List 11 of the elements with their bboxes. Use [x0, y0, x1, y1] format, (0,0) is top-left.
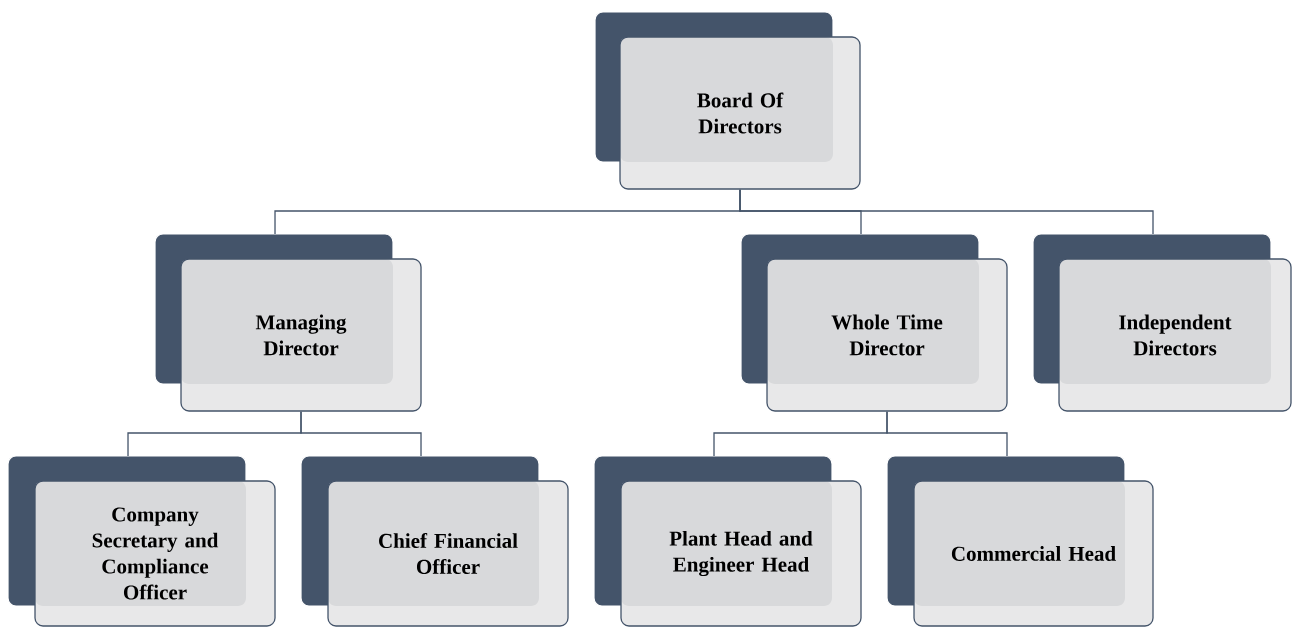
org-box: Managing Director — [154, 233, 422, 412]
connector-line — [739, 189, 1154, 235]
connector-line — [886, 411, 1008, 457]
org-box: Chief Financial Officer — [300, 455, 569, 627]
org-box: Independent Directors — [1032, 233, 1292, 412]
org-box: Plant Head and Engineer Head — [593, 455, 862, 627]
org-box: Board Of Directors — [594, 11, 861, 190]
org-box: Whole Time Director — [740, 233, 1008, 412]
connector-line — [300, 411, 422, 457]
org-box: Commercial Head — [886, 455, 1154, 627]
org-box: Company Secretary and Compliance Officer — [7, 455, 276, 627]
